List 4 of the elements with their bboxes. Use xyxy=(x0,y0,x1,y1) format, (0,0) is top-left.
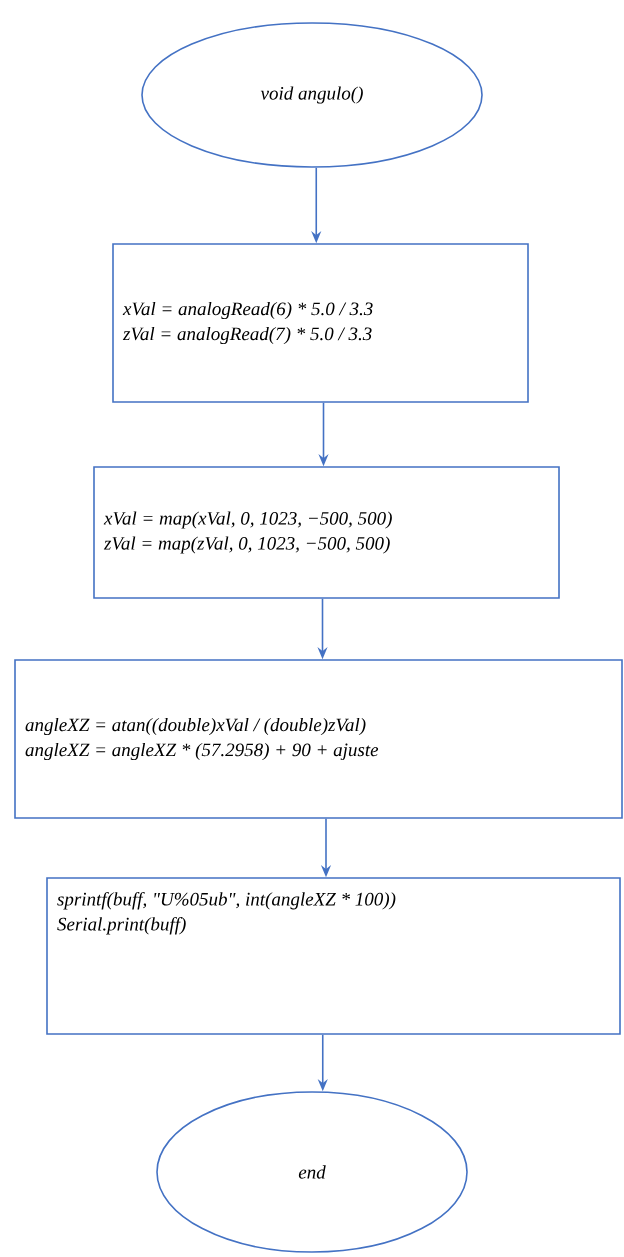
process-box: xVal = analogRead(6) * 5.0 / 3.3 zVal = analogRead(7) * 5.0 / 3.3 xyxy=(112,243,529,403)
process-box: sprintf(buff, "U%05ub", int(angleXZ * 100)) Serial.print(buff) xyxy=(46,877,621,1035)
process-box: xVal = map(xVal, 0, 1023, −500, 500) zVal = map(zVal, 0, 1023, −500, 500) xyxy=(93,466,560,599)
process-box: angleXZ = atan((double)xVal / (double)zVal) angleXZ = angleXZ * (57.2958) + 90 + ajuste xyxy=(14,659,623,819)
